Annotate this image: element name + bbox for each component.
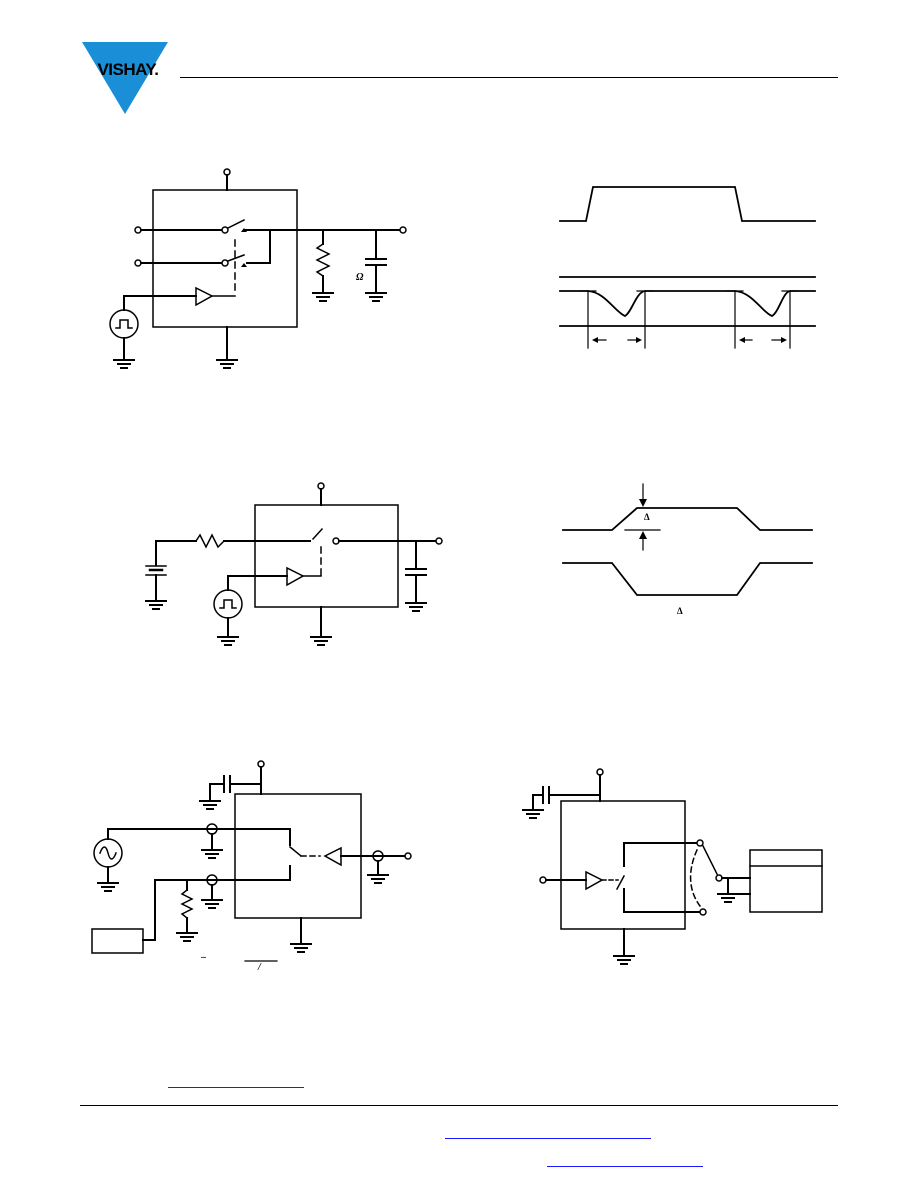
delta-label-top: Δ (644, 512, 650, 522)
delta-label-bottom: Δ (677, 606, 683, 616)
header-rule (180, 77, 838, 78)
footer-rule (80, 1105, 838, 1106)
circuit-switching-time (109, 168, 407, 369)
omega-label: Ω (356, 272, 364, 283)
circuit-charge-injection (145, 482, 443, 646)
waveform-switching-time (559, 186, 816, 349)
vishay-logo-icon (82, 42, 168, 114)
link-underline-1[interactable] (168, 1087, 304, 1088)
link-underline-3[interactable] (547, 1166, 703, 1167)
minus-label: – (201, 952, 206, 963)
brand-wordmark: VISHAY. (97, 60, 159, 79)
waveform-charge-injection (562, 483, 813, 596)
circuit-off-isolation (91, 760, 412, 962)
slash-label: / (258, 962, 261, 973)
circuit-capacitance (522, 768, 823, 965)
link-underline-2[interactable] (445, 1138, 651, 1139)
